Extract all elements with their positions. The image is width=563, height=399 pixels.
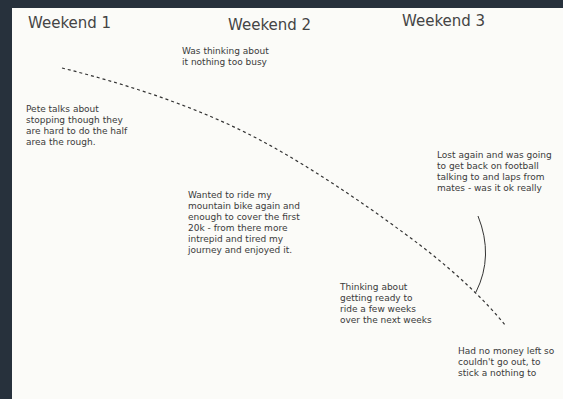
handwritten-note: Was thinking about it nothing too busy: [182, 46, 274, 68]
handwritten-note: Lost again and was going to get back on …: [437, 150, 553, 194]
weekend-heading: Weekend 1: [28, 14, 111, 32]
handwritten-note: Thinking about getting ready to ride a f…: [340, 282, 432, 326]
handwritten-note: Wanted to ride my mountain bike again an…: [188, 190, 316, 256]
timeline-line: [62, 68, 505, 325]
weekend-heading: Weekend 2: [228, 16, 311, 34]
weekend-heading: Weekend 3: [402, 12, 485, 30]
handwritten-note: Pete talks about stopping though they ar…: [26, 104, 136, 148]
handwritten-note: Had no money left so couldn't go out, to…: [458, 346, 556, 379]
leader-line: [476, 216, 486, 292]
